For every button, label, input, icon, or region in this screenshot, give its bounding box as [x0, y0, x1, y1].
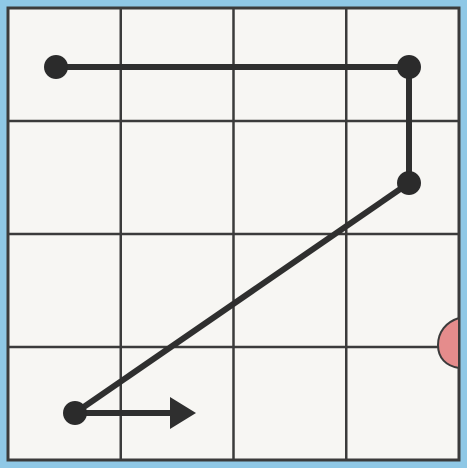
- path-dot-top-right: [397, 55, 421, 79]
- path-dot-bottom-left: [63, 401, 87, 425]
- path-dot-start: [44, 55, 68, 79]
- path-dot-middle-right: [397, 171, 421, 195]
